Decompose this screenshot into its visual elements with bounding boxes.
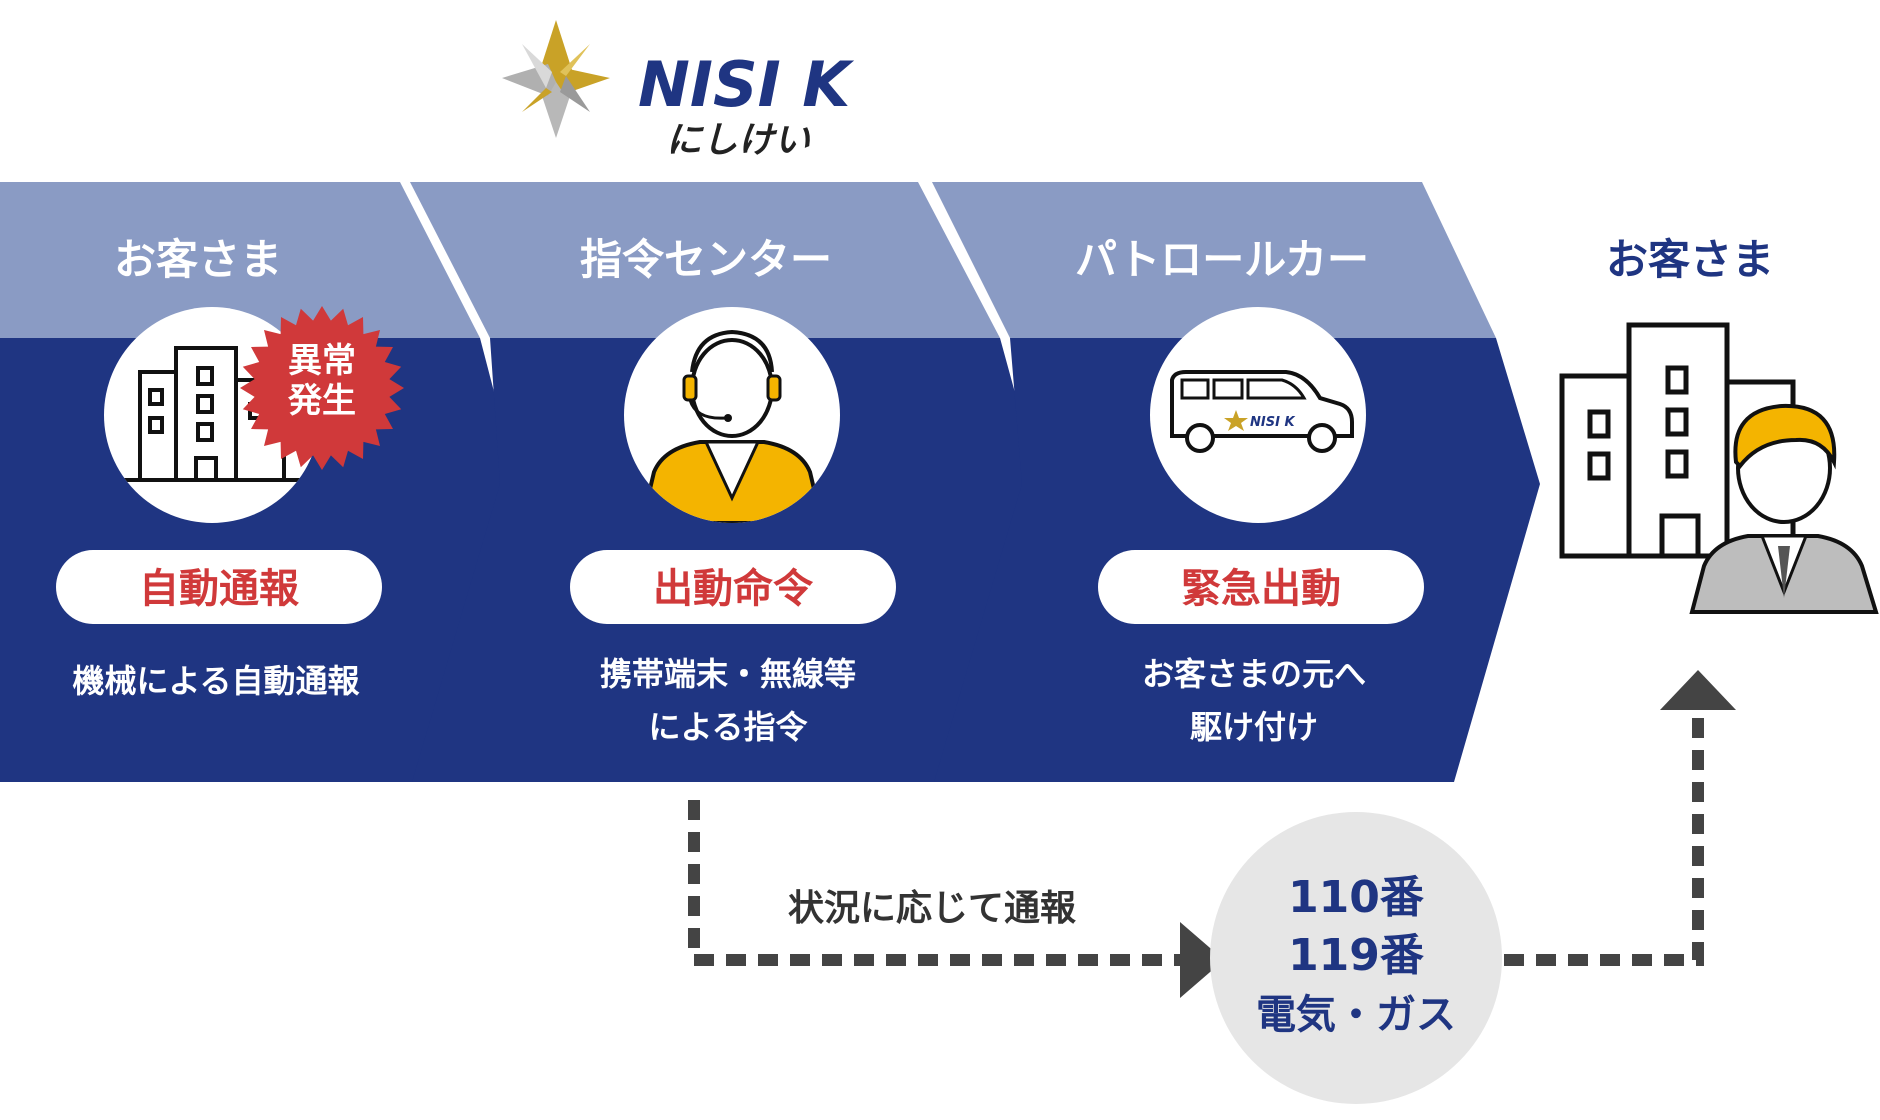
alert-burst-badge: 異常 発生 <box>240 306 404 470</box>
patrol-car-icon: NISI K <box>1170 370 1354 453</box>
contact-line-2: 119番 <box>1288 930 1425 981</box>
operator-headset-icon <box>639 329 825 523</box>
contact-line-1: 110番 <box>1288 872 1425 923</box>
step-1-action-pill: 自動通報 <box>56 550 382 624</box>
step-3-action-pill: 緊急出動 <box>1098 550 1424 624</box>
step-2-action-pill: 出動命令 <box>570 550 896 624</box>
dashed-line-down <box>688 800 1184 966</box>
emergency-contacts-circle: 110番 119番 電気・ガス <box>1210 812 1502 1104</box>
step-3-title: パトロールカー <box>1075 235 1369 284</box>
arrow-right-icon <box>1180 922 1224 998</box>
car-door-text: NISI K <box>1250 415 1295 430</box>
destination-title: お客さま <box>1606 235 1774 284</box>
step-3-description-line-1: お客さまの元へ <box>1142 655 1366 693</box>
badge-line-1: 異常 <box>288 341 356 381</box>
nisik-logo: NISI K にしけい <box>502 20 854 161</box>
badge-line-2: 発生 <box>288 381 356 421</box>
arrow-up-icon <box>1660 670 1736 710</box>
logo-kana-text: にしけい <box>666 120 812 161</box>
step-1-action-label: 自動通報 <box>139 566 299 612</box>
step-2-description-line-1: 携帯端末・無線等 <box>600 655 856 693</box>
escalation-flow: 状況に応じて通報 <box>688 670 1736 998</box>
step-3-description-line-2: 駆け付け <box>1190 708 1318 746</box>
dashed-line-up <box>1504 712 1704 966</box>
step-3-action-label: 緊急出動 <box>1181 566 1341 612</box>
step-1-description: 機械による自動通報 <box>72 662 359 700</box>
logo-brand-text: NISI K <box>638 48 854 121</box>
customer-person-icon <box>1689 403 1879 614</box>
step-2-title: 指令センター <box>580 235 832 284</box>
building-with-person-icon <box>1559 322 1879 614</box>
step-1-title: お客さま <box>114 235 282 284</box>
compass-star-icon <box>502 20 610 138</box>
step-2-description-line-2: による指令 <box>648 708 808 746</box>
contact-line-3: 電気・ガス <box>1256 992 1456 1038</box>
escalation-label: 状況に応じて通報 <box>788 888 1076 929</box>
step-2-action-label: 出動命令 <box>653 566 814 612</box>
